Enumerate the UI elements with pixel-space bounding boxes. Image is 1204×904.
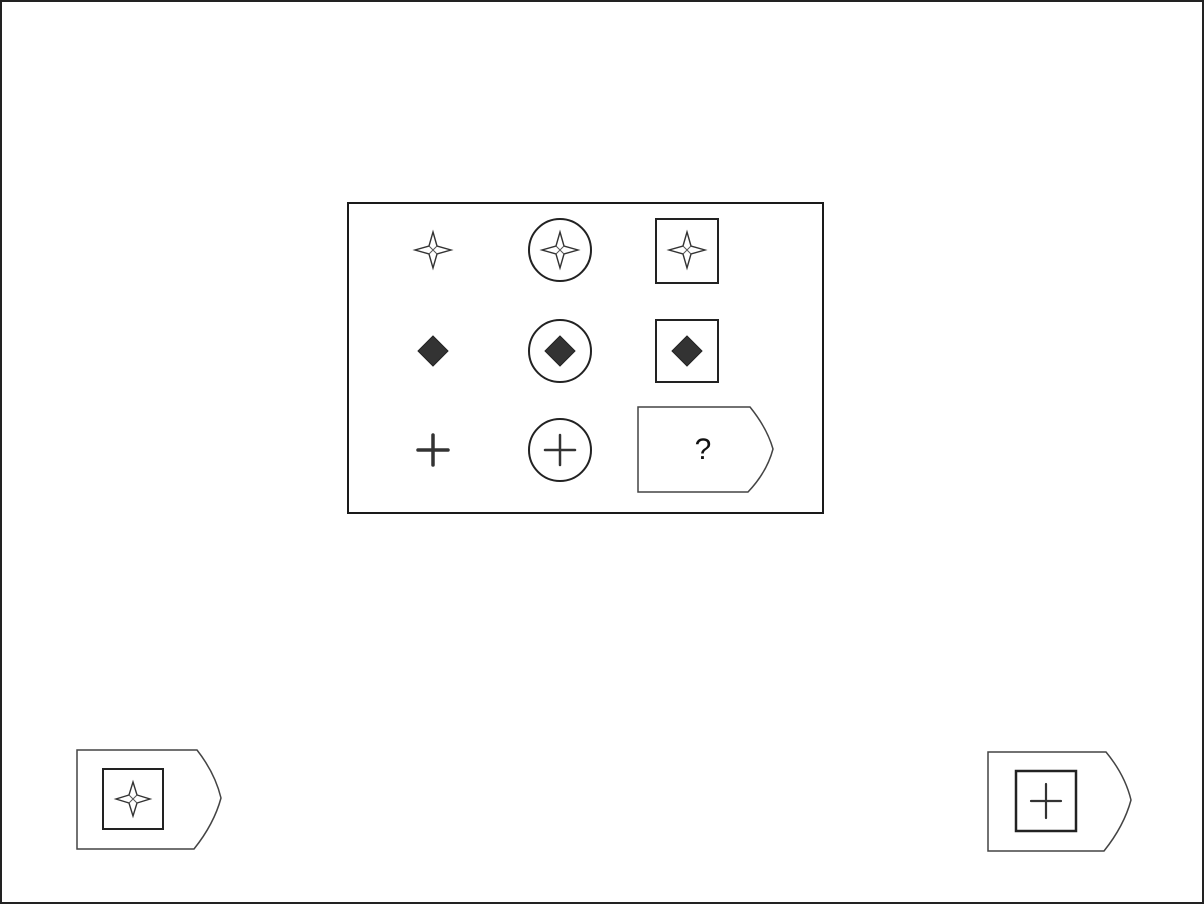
four-point-star-in-square-icon	[647, 210, 727, 290]
filled-diamond-in-circle-icon	[520, 311, 600, 391]
filled-diamond-icon	[393, 311, 473, 391]
four-point-star-in-square-icon	[100, 766, 166, 832]
answer-option-1[interactable]	[76, 748, 226, 852]
question-mark: ?	[694, 433, 712, 466]
four-point-star-in-circle-icon	[520, 210, 600, 290]
missing-answer-slot[interactable]: ?	[637, 406, 777, 494]
four-point-star-icon	[393, 210, 473, 290]
cross-in-square-icon	[1013, 768, 1079, 834]
filled-diamond-in-square-icon	[647, 311, 727, 391]
cross-icon	[393, 410, 473, 490]
puzzle-board: ?	[347, 202, 824, 514]
answer-option-2[interactable]	[987, 750, 1137, 854]
cross-in-circle-icon	[520, 410, 600, 490]
